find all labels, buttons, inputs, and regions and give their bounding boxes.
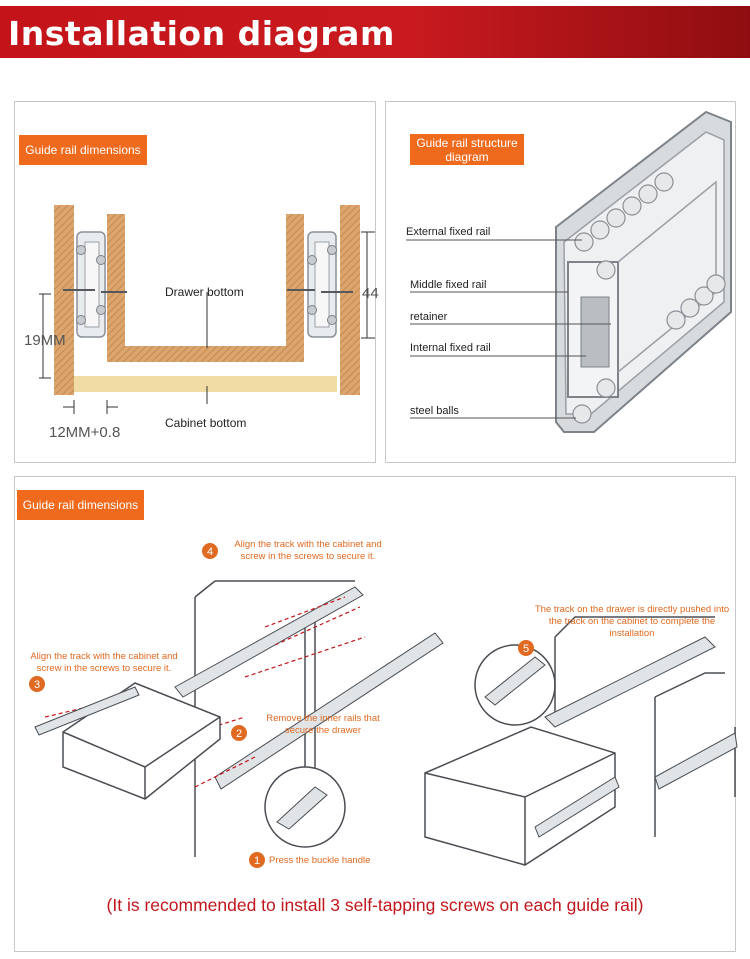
push-detail	[484, 656, 546, 706]
header-banner: Installation diagram	[0, 6, 750, 58]
page-title: Installation diagram	[8, 14, 395, 53]
step-3-num: 3	[34, 679, 40, 691]
label-cabinet-bottom: Cabinet bottom	[165, 416, 246, 430]
rail-3d-body	[555, 110, 732, 433]
screws-left	[63, 289, 127, 293]
part-external-fixed-rail: External fixed rail	[406, 226, 490, 238]
step-5-num: 5	[523, 643, 529, 655]
part-middle-fixed-rail: Middle fixed rail	[410, 279, 486, 291]
step-4-text: Align the track with the cabinet and scr…	[234, 539, 382, 562]
dimensions-panel: Guide rail dimensions	[14, 101, 379, 463]
step-1-num: 1	[254, 855, 260, 867]
steps-tag: Guide rail dimensions	[17, 490, 144, 520]
structure-panel: Guide rail structure diagram Exte	[385, 101, 736, 463]
label-height-19mm: 19MM	[24, 332, 66, 349]
rail-profile-right	[307, 231, 337, 338]
rail-profile-left	[76, 231, 106, 338]
label-gap: 12MM+0.8	[49, 424, 120, 441]
step-2-num: 2	[236, 728, 242, 740]
step-badge-2: 2	[231, 725, 247, 741]
steps-drawing: 1 2 3 4 5	[29, 543, 738, 868]
part-internal-fixed-rail: Internal fixed rail	[410, 342, 491, 354]
dimensions-drawing: Drawer bottom Cabinet bottom 19MM 44 12M…	[24, 205, 379, 441]
cabinet-rail-right-lower	[654, 732, 738, 790]
part-retainer: retainer	[410, 311, 448, 323]
screws-right	[287, 289, 353, 293]
cabinet-frame-right	[554, 616, 736, 837]
cabinet-bottom-board	[55, 376, 337, 392]
cabinet-rail-right	[544, 636, 716, 728]
label-drawer-bottom: Drawer bottom	[165, 285, 244, 299]
drawer-box-right	[424, 726, 616, 866]
step-3-text: Align the track with the cabinet and scr…	[30, 651, 178, 674]
buckle-detail	[276, 786, 328, 830]
step-badge-5: 5	[518, 640, 534, 656]
step-badge-4: 4	[202, 543, 218, 559]
step-badge-1: 1	[249, 852, 265, 868]
structure-tag: Guide rail structure diagram	[410, 134, 524, 165]
steel-balls	[572, 172, 726, 424]
cabinet-wall-left	[54, 205, 74, 395]
structure-drawing: External fixed rail Middle fixed rail re…	[406, 110, 732, 433]
cabinet-wall-right	[340, 205, 360, 395]
drawer-rail-right	[534, 776, 620, 838]
drawer-side-left	[107, 214, 125, 362]
leader-lines	[406, 239, 611, 419]
dimensions-tag: Guide rail dimensions	[19, 135, 147, 165]
drawer-bottom-board	[107, 346, 304, 362]
drawer-box-left	[62, 682, 221, 800]
step-2-text: Remove the inner rails that secure the d…	[266, 713, 380, 736]
step-5-text: The track on the drawer is directly push…	[534, 604, 730, 639]
cabinet-rails	[174, 586, 444, 790]
step-1-text: Press the buckle handle	[269, 855, 371, 866]
drawer-side-right	[286, 214, 304, 362]
drawer-rail	[34, 686, 140, 736]
footer-note: (It is recommended to install 3 self-tap…	[106, 895, 644, 915]
step-badge-3: 3	[29, 676, 45, 692]
label-height-44: 44	[362, 285, 379, 302]
part-steel-balls: steel balls	[410, 405, 459, 417]
dimension-lines	[39, 231, 375, 414]
step-4-num: 4	[207, 546, 213, 558]
steps-panel: Guide rail dimensions	[14, 476, 738, 952]
